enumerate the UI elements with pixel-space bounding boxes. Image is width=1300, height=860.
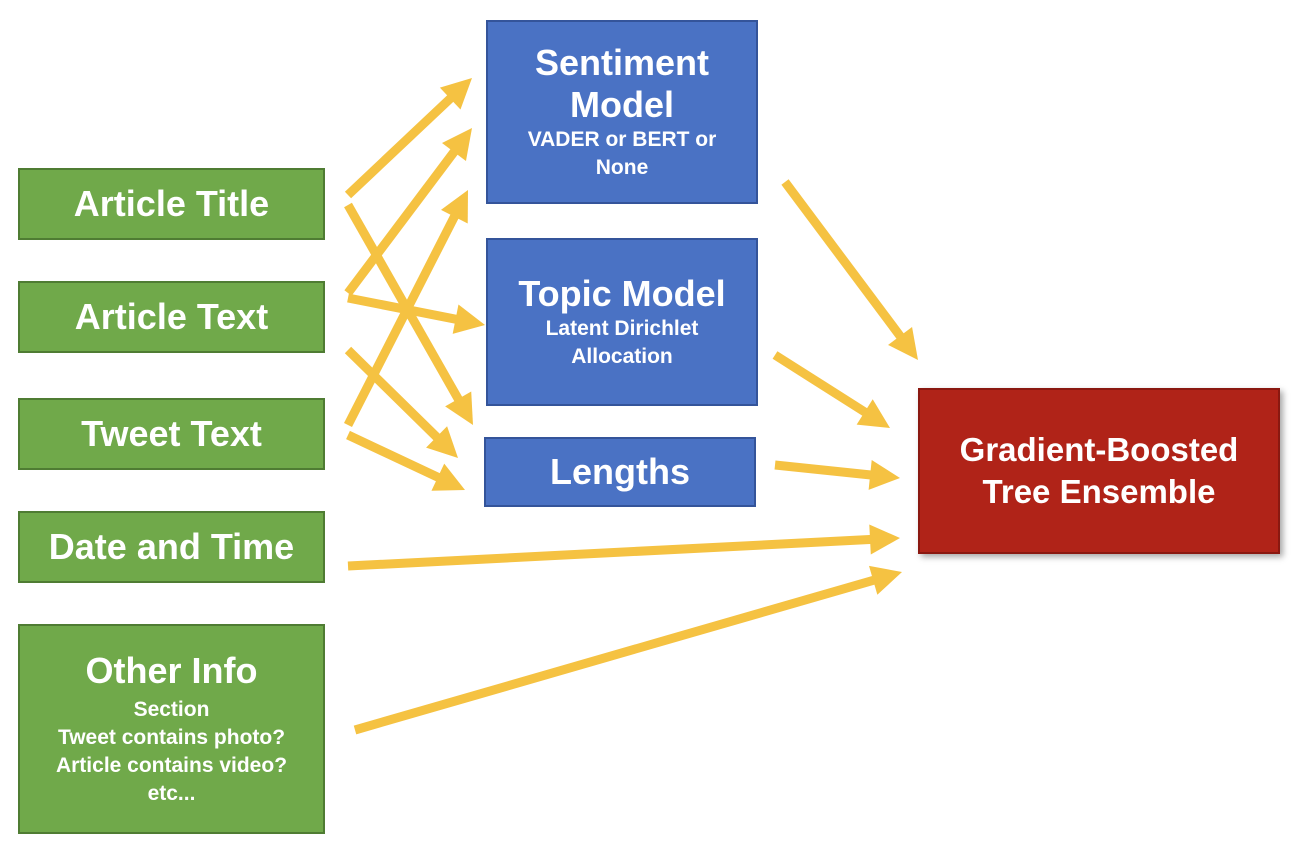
sentiment-model-title: Sentiment: [534, 42, 710, 83]
topic-model-subtitle: Allocation: [571, 345, 673, 368]
arrow-shaft: [346, 430, 442, 483]
arrow-shaft: [772, 351, 869, 417]
arrow-shaft: [344, 93, 455, 199]
sentiment-to-output-arrow: [781, 179, 918, 360]
arrow-head: [856, 399, 890, 428]
article-title-label: Article Title: [73, 183, 270, 224]
tweet-text-label: Tweet Text: [81, 413, 262, 454]
lengths-box: Lengths: [484, 437, 756, 507]
arrow-shaft: [781, 179, 905, 341]
other-info-to-output-arrow: [353, 565, 902, 735]
arrow-shaft: [344, 147, 459, 296]
article-text-label: Article Text: [74, 296, 269, 337]
other-info-line: Article contains video?: [55, 754, 288, 777]
tweet-text-box: Tweet Text: [18, 398, 325, 470]
arrow-head: [426, 426, 458, 458]
arrow-shaft: [344, 202, 464, 403]
arrow-shaft: [353, 575, 877, 735]
arrow-head: [431, 463, 465, 491]
arrow-head: [445, 391, 473, 425]
article-title-to-sentiment-arrow: [344, 78, 472, 199]
article-text-to-lengths-arrow: [344, 346, 458, 458]
sentiment-model-box: Sentiment Model VADER or BERT or None: [486, 20, 758, 204]
gradient-boosted-tree-box: Gradient-Boosted Tree Ensemble: [918, 388, 1280, 554]
topic-model-box: Topic Model Latent Dirichlet Allocation: [486, 238, 758, 406]
sentiment-model-subtitle: VADER or BERT or: [527, 128, 717, 151]
lengths-to-output-arrow: [774, 459, 900, 490]
date-time-label: Date and Time: [48, 526, 295, 567]
topic-model-subtitle: Latent Dirichlet: [545, 317, 699, 340]
output-title: Gradient-Boosted: [959, 431, 1239, 468]
other-info-line: etc...: [147, 782, 196, 805]
tweet-text-to-sentiment-arrow: [343, 190, 468, 428]
date-time-to-output-arrow: [347, 524, 900, 571]
arrow-head: [868, 459, 900, 490]
topic-model-title: Topic Model: [518, 273, 726, 314]
sentiment-model-title: Model: [570, 84, 674, 125]
arrow-head: [452, 304, 485, 334]
arrow-head: [441, 128, 472, 161]
arrow-head: [440, 190, 468, 224]
other-info-title: Other Info: [85, 650, 258, 691]
output-title: Tree Ensemble: [982, 473, 1216, 510]
date-time-box: Date and Time: [18, 511, 325, 583]
other-info-line: Tweet contains photo?: [57, 726, 286, 749]
arrow-shaft: [347, 534, 873, 571]
other-info-line: Section: [133, 698, 210, 721]
other-info-box: Other Info Section Tweet contains photo?…: [18, 624, 325, 834]
sentiment-model-subtitle: None: [595, 156, 649, 179]
article-text-to-sentiment-arrow: [344, 128, 472, 296]
arrow-head: [888, 326, 918, 360]
arrow-shaft: [344, 346, 442, 442]
arrow-shaft: [774, 460, 873, 480]
article-title-to-lengths-arrow: [344, 202, 473, 425]
arrow-head: [869, 524, 900, 555]
lengths-title: Lengths: [550, 451, 690, 492]
article-text-box: Article Text: [18, 281, 325, 353]
arrow-shaft: [343, 212, 460, 428]
arrow-head: [439, 78, 472, 110]
tweet-text-to-lengths-arrow: [346, 430, 465, 491]
topic-to-output-arrow: [772, 351, 890, 428]
arrow-head: [869, 565, 902, 595]
article-title-box: Article Title: [18, 168, 325, 240]
